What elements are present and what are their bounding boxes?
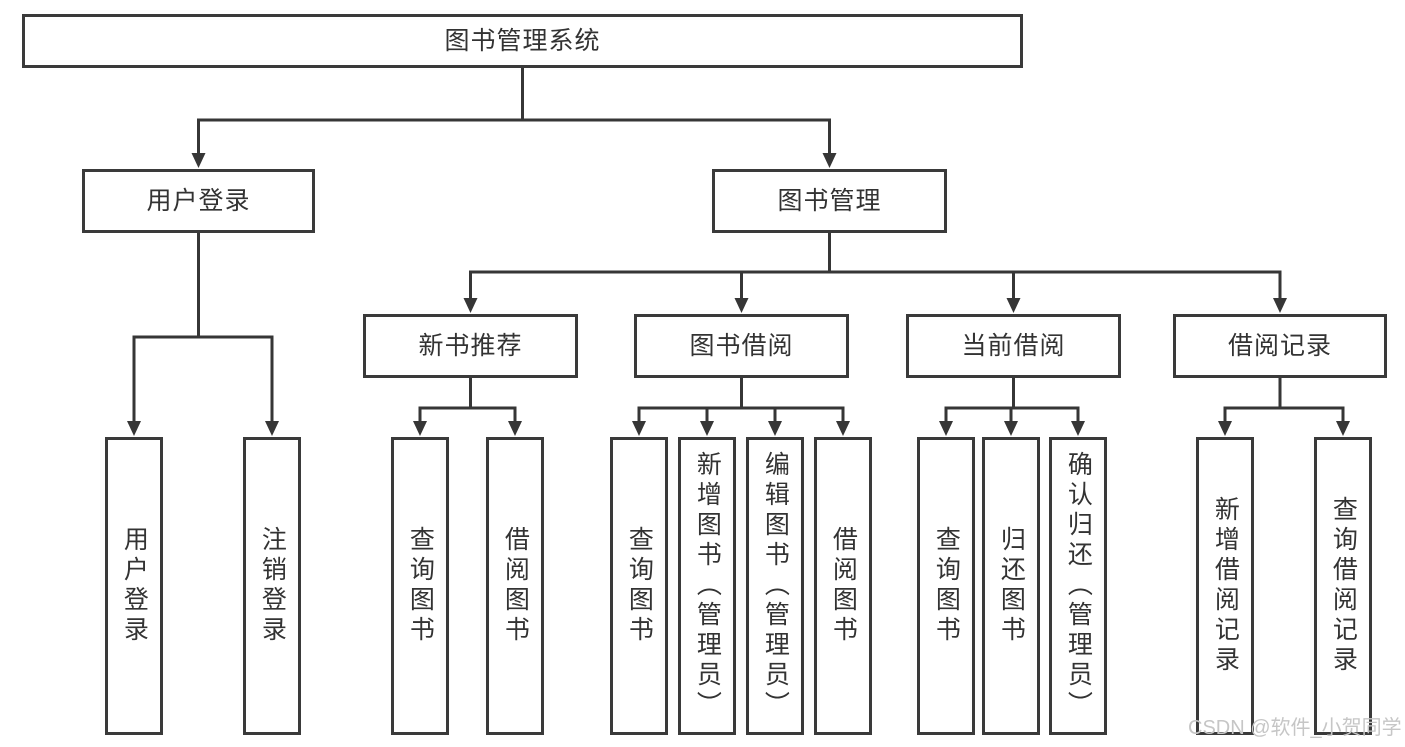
- node-leaf-return-book: 归还图书: [982, 437, 1040, 735]
- node-label-leaf-return-book: 归还图书: [997, 526, 1026, 646]
- node-label-book-borrowing: 图书借阅: [689, 331, 794, 360]
- node-leaf-user-login: 用户登录: [105, 437, 163, 735]
- node-leaf-query-books-2: 查询图书: [610, 437, 668, 735]
- node-leaf-confirm-return: 确认归还（管理员）: [1049, 437, 1107, 735]
- arrowhead-icon: [822, 153, 837, 168]
- node-leaf-borrow-books-2: 借阅图书: [814, 437, 872, 735]
- node-label-leaf-query-books-3: 查询图书: [932, 526, 961, 646]
- node-label-leaf-logout: 注销登录: [258, 526, 287, 646]
- node-label-root: 图书管理系统: [444, 26, 601, 55]
- node-user-login-group: 用户登录: [82, 169, 315, 233]
- node-current-borrowing: 当前借阅: [906, 314, 1121, 378]
- node-leaf-query-books-1: 查询图书: [391, 437, 449, 735]
- node-label-leaf-add-book: 新增图书（管理员）: [693, 451, 722, 721]
- arrowhead-icon: [939, 421, 953, 436]
- node-borrowing-records: 借阅记录: [1173, 314, 1387, 378]
- node-label-leaf-query-record: 查询借阅记录: [1329, 496, 1358, 676]
- arrowhead-icon: [508, 421, 522, 436]
- arrowhead-icon: [1006, 298, 1021, 313]
- arrowhead-icon: [1273, 298, 1287, 313]
- node-label-leaf-query-books-1: 查询图书: [406, 526, 435, 646]
- branch-from-new-book-recommend: [413, 378, 522, 436]
- node-label-leaf-borrow-books-2: 借阅图书: [829, 526, 858, 646]
- node-label-borrowing-records: 借阅记录: [1227, 331, 1332, 360]
- branch-from-root: [191, 68, 837, 168]
- node-leaf-edit-book: 编辑图书（管理员）: [746, 437, 804, 735]
- node-leaf-logout: 注销登录: [243, 437, 301, 735]
- arrowhead-icon: [768, 421, 782, 436]
- node-label-user-login-group: 用户登录: [146, 186, 251, 215]
- arrowhead-icon: [413, 421, 427, 436]
- node-label-current-borrowing: 当前借阅: [961, 331, 1066, 360]
- branch-from-book-management: [463, 233, 1287, 313]
- branch-from-current-borrowing: [939, 378, 1085, 436]
- arrowhead-icon: [734, 298, 749, 313]
- arrowhead-icon: [700, 421, 714, 436]
- node-book-borrowing: 图书借阅: [634, 314, 849, 378]
- arrowhead-icon: [1071, 421, 1085, 436]
- node-leaf-add-record: 新增借阅记录: [1196, 437, 1254, 735]
- node-leaf-query-record: 查询借阅记录: [1314, 437, 1372, 735]
- node-label-leaf-edit-book: 编辑图书（管理员）: [761, 451, 790, 721]
- arrowhead-icon: [1336, 421, 1350, 436]
- node-label-leaf-borrow-books-1: 借阅图书: [501, 526, 530, 646]
- node-label-leaf-confirm-return: 确认归还（管理员）: [1064, 451, 1093, 721]
- watermark-text: CSDN @软件_小贺同学: [1188, 717, 1402, 739]
- node-new-book-recommend: 新书推荐: [363, 314, 578, 378]
- arrowhead-icon: [265, 421, 279, 436]
- node-leaf-query-books-3: 查询图书: [917, 437, 975, 735]
- arrowhead-icon: [463, 298, 478, 313]
- node-root: 图书管理系统: [22, 14, 1023, 68]
- node-label-book-management: 图书管理: [777, 186, 882, 215]
- arrowhead-icon: [127, 421, 141, 436]
- node-leaf-add-book: 新增图书（管理员）: [678, 437, 736, 735]
- branch-from-borrowing-records: [1218, 378, 1350, 436]
- node-label-leaf-query-books-2: 查询图书: [625, 526, 654, 646]
- arrowhead-icon: [191, 153, 206, 168]
- node-leaf-borrow-books-1: 借阅图书: [486, 437, 544, 735]
- branch-from-book-borrowing: [632, 378, 850, 436]
- arrowhead-icon: [1004, 421, 1018, 436]
- node-label-leaf-add-record: 新增借阅记录: [1211, 496, 1240, 676]
- arrowhead-icon: [836, 421, 850, 436]
- arrowhead-icon: [1218, 421, 1232, 436]
- node-label-leaf-user-login: 用户登录: [120, 526, 149, 646]
- branch-from-user-login-group: [127, 233, 279, 436]
- node-label-new-book-recommend: 新书推荐: [418, 331, 523, 360]
- arrowhead-icon: [632, 421, 646, 436]
- node-book-management: 图书管理: [712, 169, 947, 233]
